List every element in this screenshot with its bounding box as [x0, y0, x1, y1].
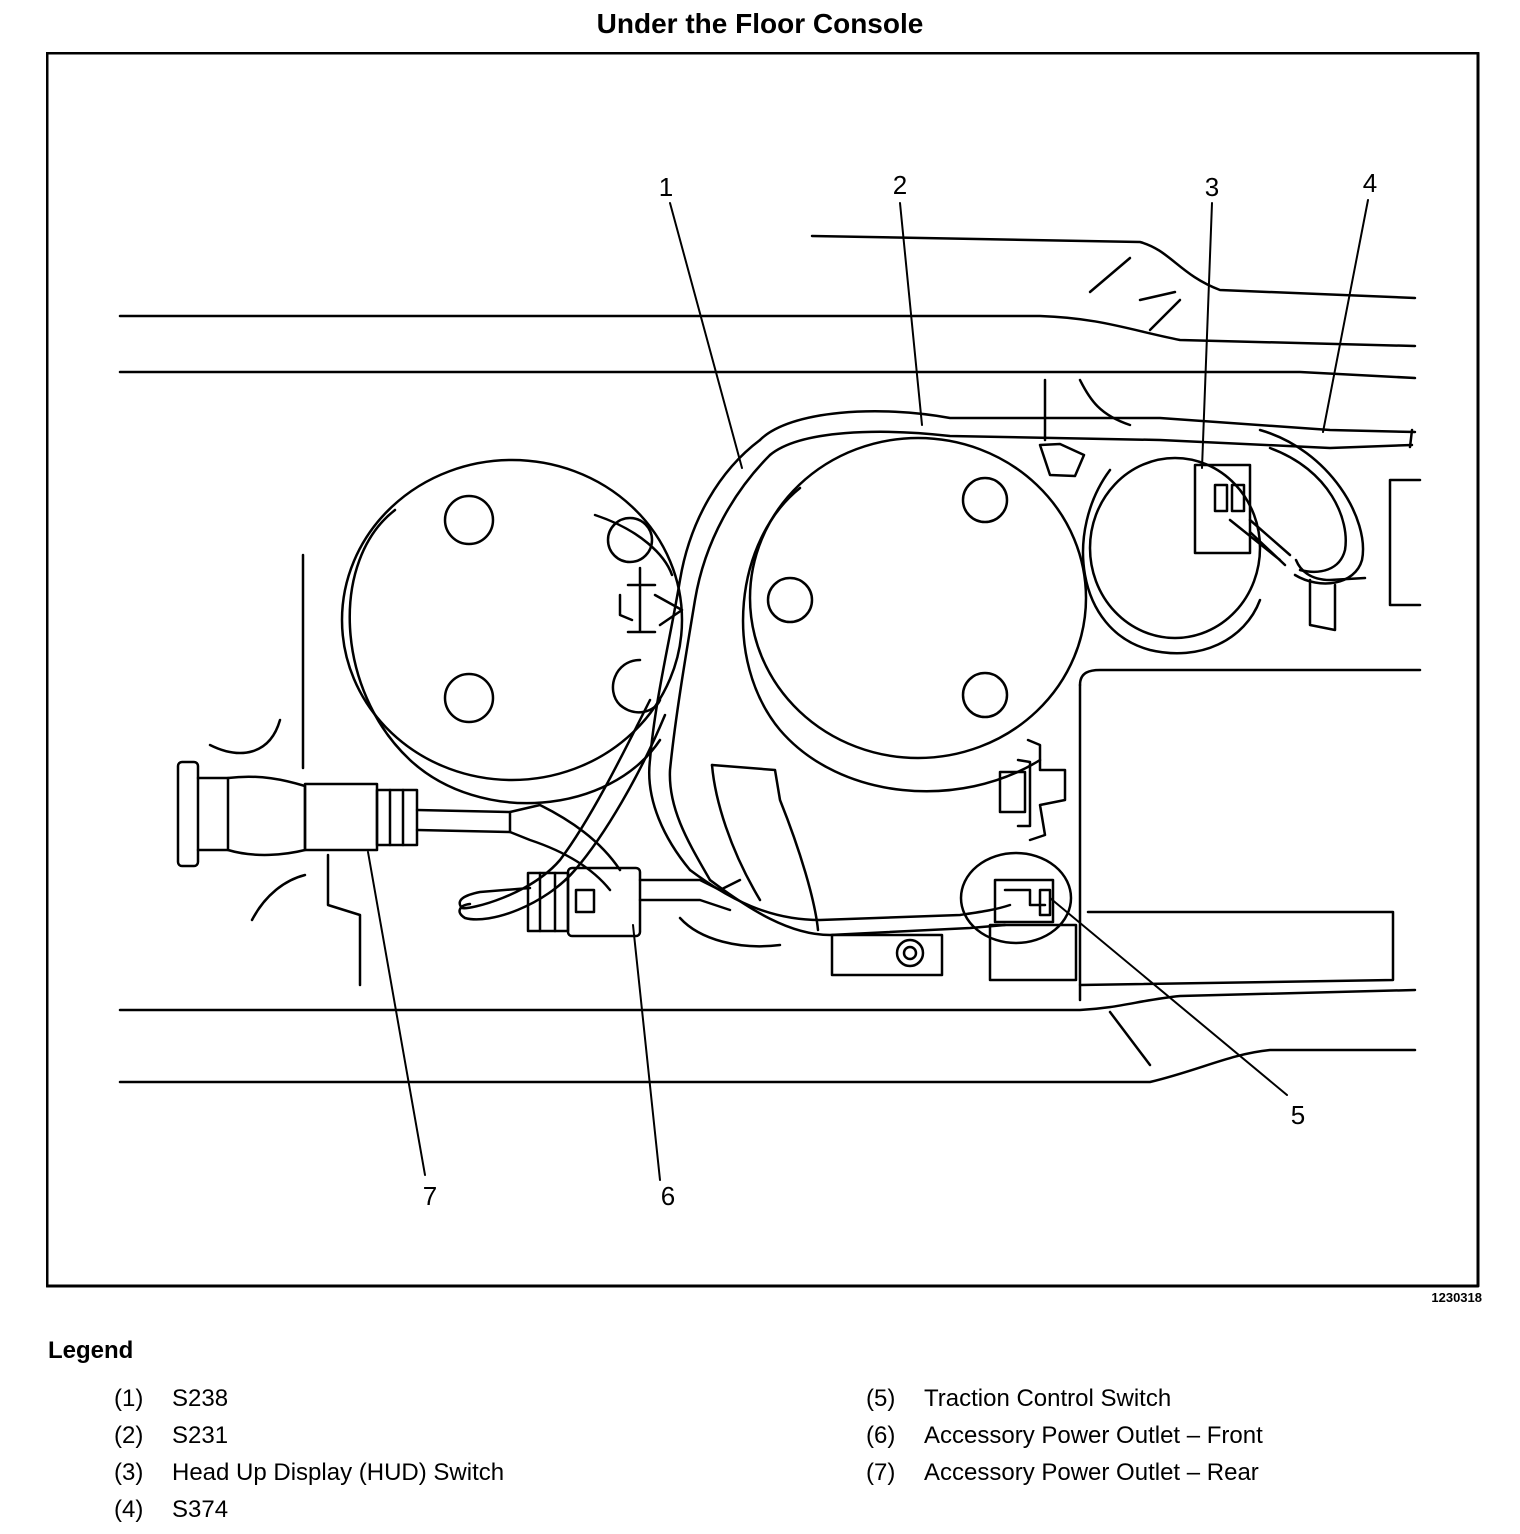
- callout-2: 2: [893, 170, 907, 200]
- legend-text: Accessory Power Outlet – Front: [924, 1422, 1263, 1449]
- figure-id: 1230318: [1431, 1290, 1482, 1305]
- legend-left-column: (1) S238 (2) S231 (3) Head Up Display (H…: [114, 1384, 504, 1532]
- harness-clip-left: [618, 566, 684, 634]
- callout-4: 4: [1363, 168, 1377, 198]
- front-outlet-connector: [526, 866, 642, 938]
- legend-number: (1): [114, 1385, 144, 1412]
- legend-number: (2): [114, 1422, 144, 1449]
- legend-item: (2) S231: [114, 1421, 504, 1458]
- legend-item: (1) S238: [114, 1384, 504, 1421]
- legend-item: (6) Accessory Power Outlet – Front: [866, 1421, 1263, 1458]
- callout-5: 5: [1291, 1100, 1305, 1130]
- legend-number: (6): [866, 1422, 896, 1449]
- hud-switch-assembly: [1081, 456, 1367, 655]
- legend-item: (5) Traction Control Switch: [866, 1384, 1263, 1421]
- harness-clip-right: [998, 738, 1067, 842]
- legend-text: Accessory Power Outlet – Rear: [924, 1459, 1259, 1486]
- center-bracket: [678, 763, 1078, 982]
- console-lower-rail: [118, 988, 1417, 1084]
- legend-number: (5): [866, 1385, 896, 1412]
- right-bracket-panel: [1038, 442, 1422, 1002]
- legend-item: (3) Head Up Display (HUD) Switch: [114, 1458, 504, 1495]
- center-mounting-disc: [741, 436, 1088, 793]
- callout-7: 7: [423, 1181, 437, 1211]
- callout-3: 3: [1205, 172, 1219, 202]
- callout-labels: 1 2 3 4 5 6 7: [423, 168, 1377, 1211]
- legend-item: (4) S374: [114, 1495, 504, 1532]
- legend-text: S231: [172, 1422, 229, 1449]
- front-outlet-harness: [458, 698, 742, 921]
- traction-control-switch: [959, 851, 1073, 945]
- leader-lines: [367, 199, 1369, 1181]
- console-upper-rail: [118, 234, 1417, 442]
- legend-right-column: (5) Traction Control Switch (6) Accessor…: [866, 1384, 1263, 1495]
- legend-heading: Legend: [48, 1337, 134, 1364]
- left-mounting-disc: [340, 458, 684, 805]
- wiring-harness: [648, 410, 1417, 937]
- legend-text: Head Up Display (HUD) Switch: [172, 1459, 505, 1486]
- legend-text: S238: [172, 1385, 229, 1412]
- illustration-border: [46, 52, 1480, 1288]
- legend-item: (7) Accessory Power Outlet – Rear: [866, 1458, 1263, 1495]
- legend-number: (3): [114, 1459, 144, 1486]
- legend-text: Traction Control Switch: [924, 1385, 1172, 1412]
- legend-number: (4): [114, 1496, 144, 1523]
- callout-1: 1: [659, 172, 673, 202]
- legend-number: (7): [866, 1459, 896, 1486]
- console-illustration: 1 2 3 4 5 6 7: [46, 52, 1480, 1288]
- rear-outlet-assembly: [176, 553, 622, 987]
- legend-text: S374: [172, 1496, 229, 1523]
- callout-6: 6: [661, 1181, 675, 1211]
- diagram-title: Under the Floor Console: [596, 8, 924, 39]
